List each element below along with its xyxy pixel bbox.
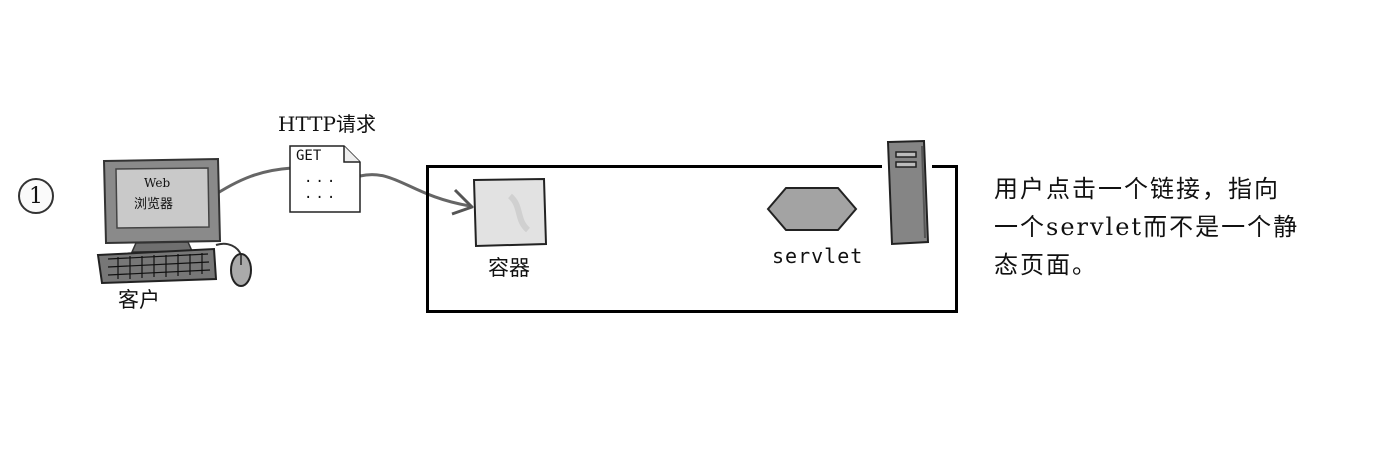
- description-line-2: 一个servlet而不是一个静: [994, 213, 1300, 241]
- servlet-label: servlet: [772, 244, 864, 268]
- step-number-badge: 1: [18, 178, 54, 214]
- server-box: [426, 165, 958, 313]
- container-label: 容器: [488, 256, 530, 280]
- client-computer-icon: [96, 157, 252, 287]
- step-number: 1: [29, 183, 43, 209]
- description-line-1: 用户点击一个链接，指向: [994, 175, 1280, 203]
- description-line-3: 态页面。: [994, 251, 1098, 279]
- client-label: 客户: [118, 288, 160, 312]
- request-to-container-arrow: [359, 173, 471, 208]
- request-line-1: ...: [304, 170, 339, 186]
- http-request-label: HTTP请求: [278, 112, 376, 136]
- step-description: 用户点击一个链接，指向 一个servlet而不是一个静 态页面。: [994, 170, 1334, 284]
- browser-label: 浏览器: [134, 197, 174, 212]
- request-document-icon: [288, 144, 362, 214]
- request-method: GET: [296, 148, 322, 164]
- servlet-icon: [766, 187, 858, 231]
- browser-name: Web: [144, 176, 171, 190]
- container-icon: [472, 177, 548, 248]
- arrowhead: [451, 188, 474, 216]
- request-line-2: ...: [304, 186, 339, 202]
- server-tower-icon: [882, 139, 932, 246]
